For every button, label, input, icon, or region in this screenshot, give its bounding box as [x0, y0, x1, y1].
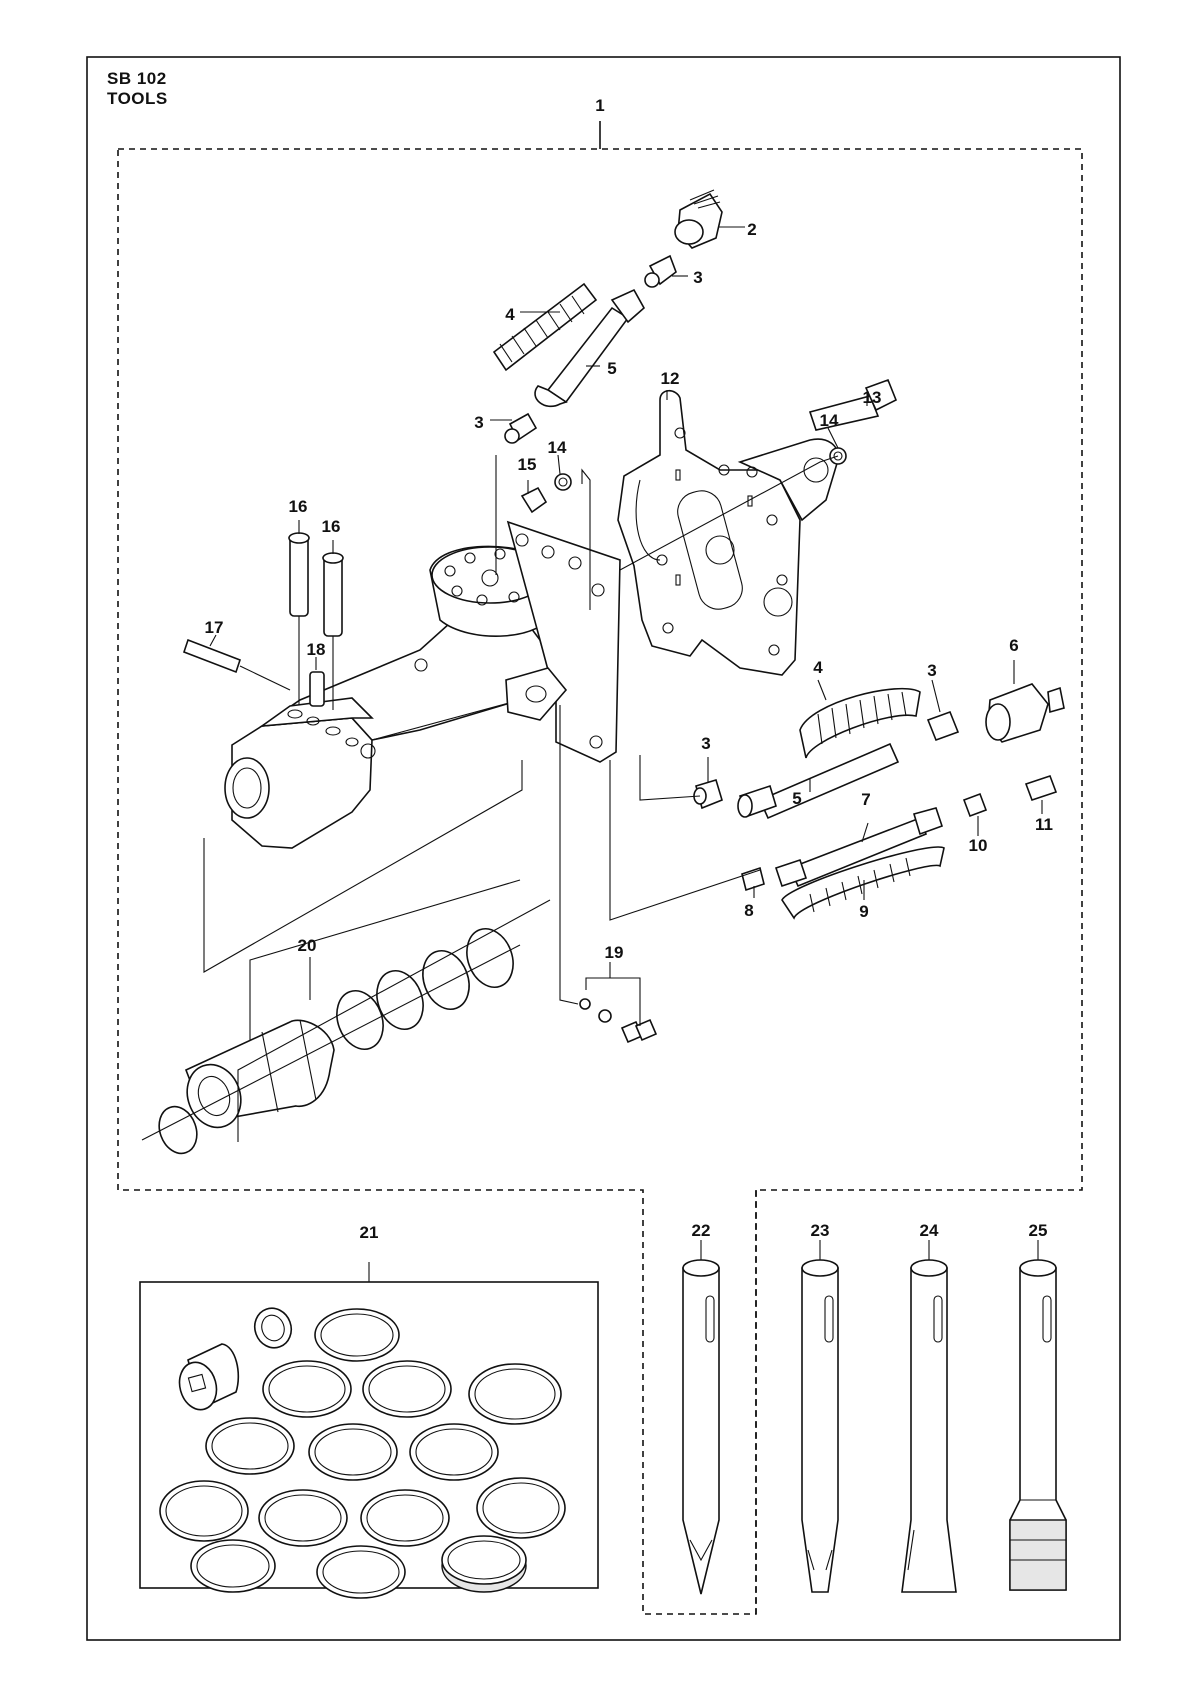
callout-2: 2	[747, 220, 756, 239]
callout-3: 3	[693, 268, 702, 287]
tool-22-moil-point	[682, 1240, 720, 1595]
callout-9: 9	[859, 902, 868, 921]
model-label: SB 102	[107, 69, 167, 88]
callout-18: 18	[307, 640, 326, 659]
callout-12: 12	[661, 369, 680, 388]
mounting-plate-12	[617, 389, 839, 676]
callout-17: 17	[205, 618, 224, 637]
hose-assembly-top	[492, 189, 898, 514]
callout-4: 4	[813, 658, 823, 677]
callout-24: 24	[920, 1221, 939, 1240]
callout-5: 5	[607, 359, 616, 378]
callout-19: 19	[605, 943, 624, 962]
callout-6: 6	[1009, 636, 1018, 655]
cylinder-sleeve-20	[141, 928, 521, 1155]
callout-10: 10	[969, 836, 988, 855]
callout-15: 15	[518, 455, 537, 474]
leader-lines	[203, 226, 1043, 1142]
callout-8: 8	[744, 901, 753, 920]
tool-25-bush-tool	[1009, 1240, 1067, 1591]
callout-labels: 1 2 3 4 5 3 12 13 14 14 15 16 16 17 18 6…	[205, 96, 1053, 1242]
hose-assembly-right	[693, 683, 1065, 920]
callout-16: 16	[289, 497, 308, 516]
callout-22: 22	[692, 1221, 711, 1240]
page-border	[86, 56, 1121, 1641]
callout-3: 3	[701, 734, 710, 753]
callout-1: 1	[595, 96, 604, 115]
callout-4: 4	[505, 305, 515, 324]
callout-13: 13	[863, 388, 882, 407]
callout-3: 3	[927, 661, 936, 680]
screw-19	[579, 998, 658, 1044]
callout-7: 7	[861, 790, 870, 809]
seal-kit-21	[139, 1262, 599, 1599]
callout-5: 5	[792, 789, 801, 808]
pins-16-17-18	[182, 532, 344, 710]
callout-21: 21	[360, 1223, 379, 1242]
callout-14: 14	[820, 411, 839, 430]
tool-23-chisel	[801, 1240, 839, 1593]
breaker-body	[224, 520, 621, 849]
callout-25: 25	[1029, 1221, 1048, 1240]
callout-11: 11	[1035, 815, 1053, 834]
callout-14: 14	[548, 438, 567, 457]
callout-20: 20	[298, 936, 317, 955]
callout-16: 16	[322, 517, 341, 536]
callout-23: 23	[811, 1221, 830, 1240]
page-title: TOOLS	[107, 89, 168, 108]
callout-3: 3	[474, 413, 483, 432]
tool-24-flat-chisel	[901, 1240, 957, 1593]
